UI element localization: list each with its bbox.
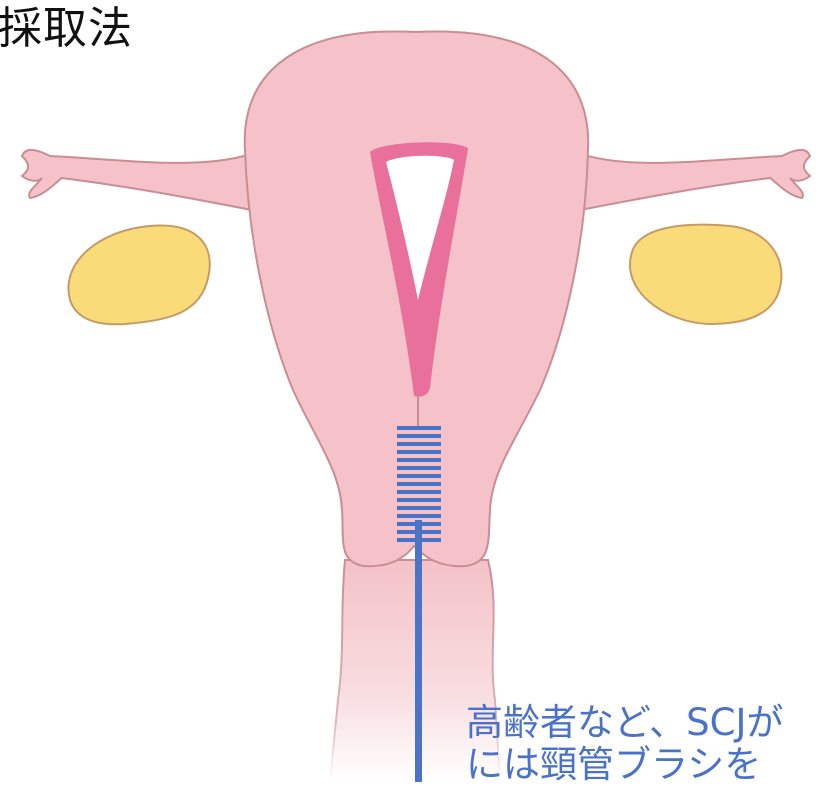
brush-handle <box>415 520 422 782</box>
caption-line-2: には頸管ブラシを <box>466 744 783 786</box>
caption: 高齢者など、SCJが には頸管ブラシを <box>466 702 783 786</box>
brush-bristles <box>397 426 441 542</box>
caption-line-1: 高齢者など、SCJが <box>466 702 783 744</box>
